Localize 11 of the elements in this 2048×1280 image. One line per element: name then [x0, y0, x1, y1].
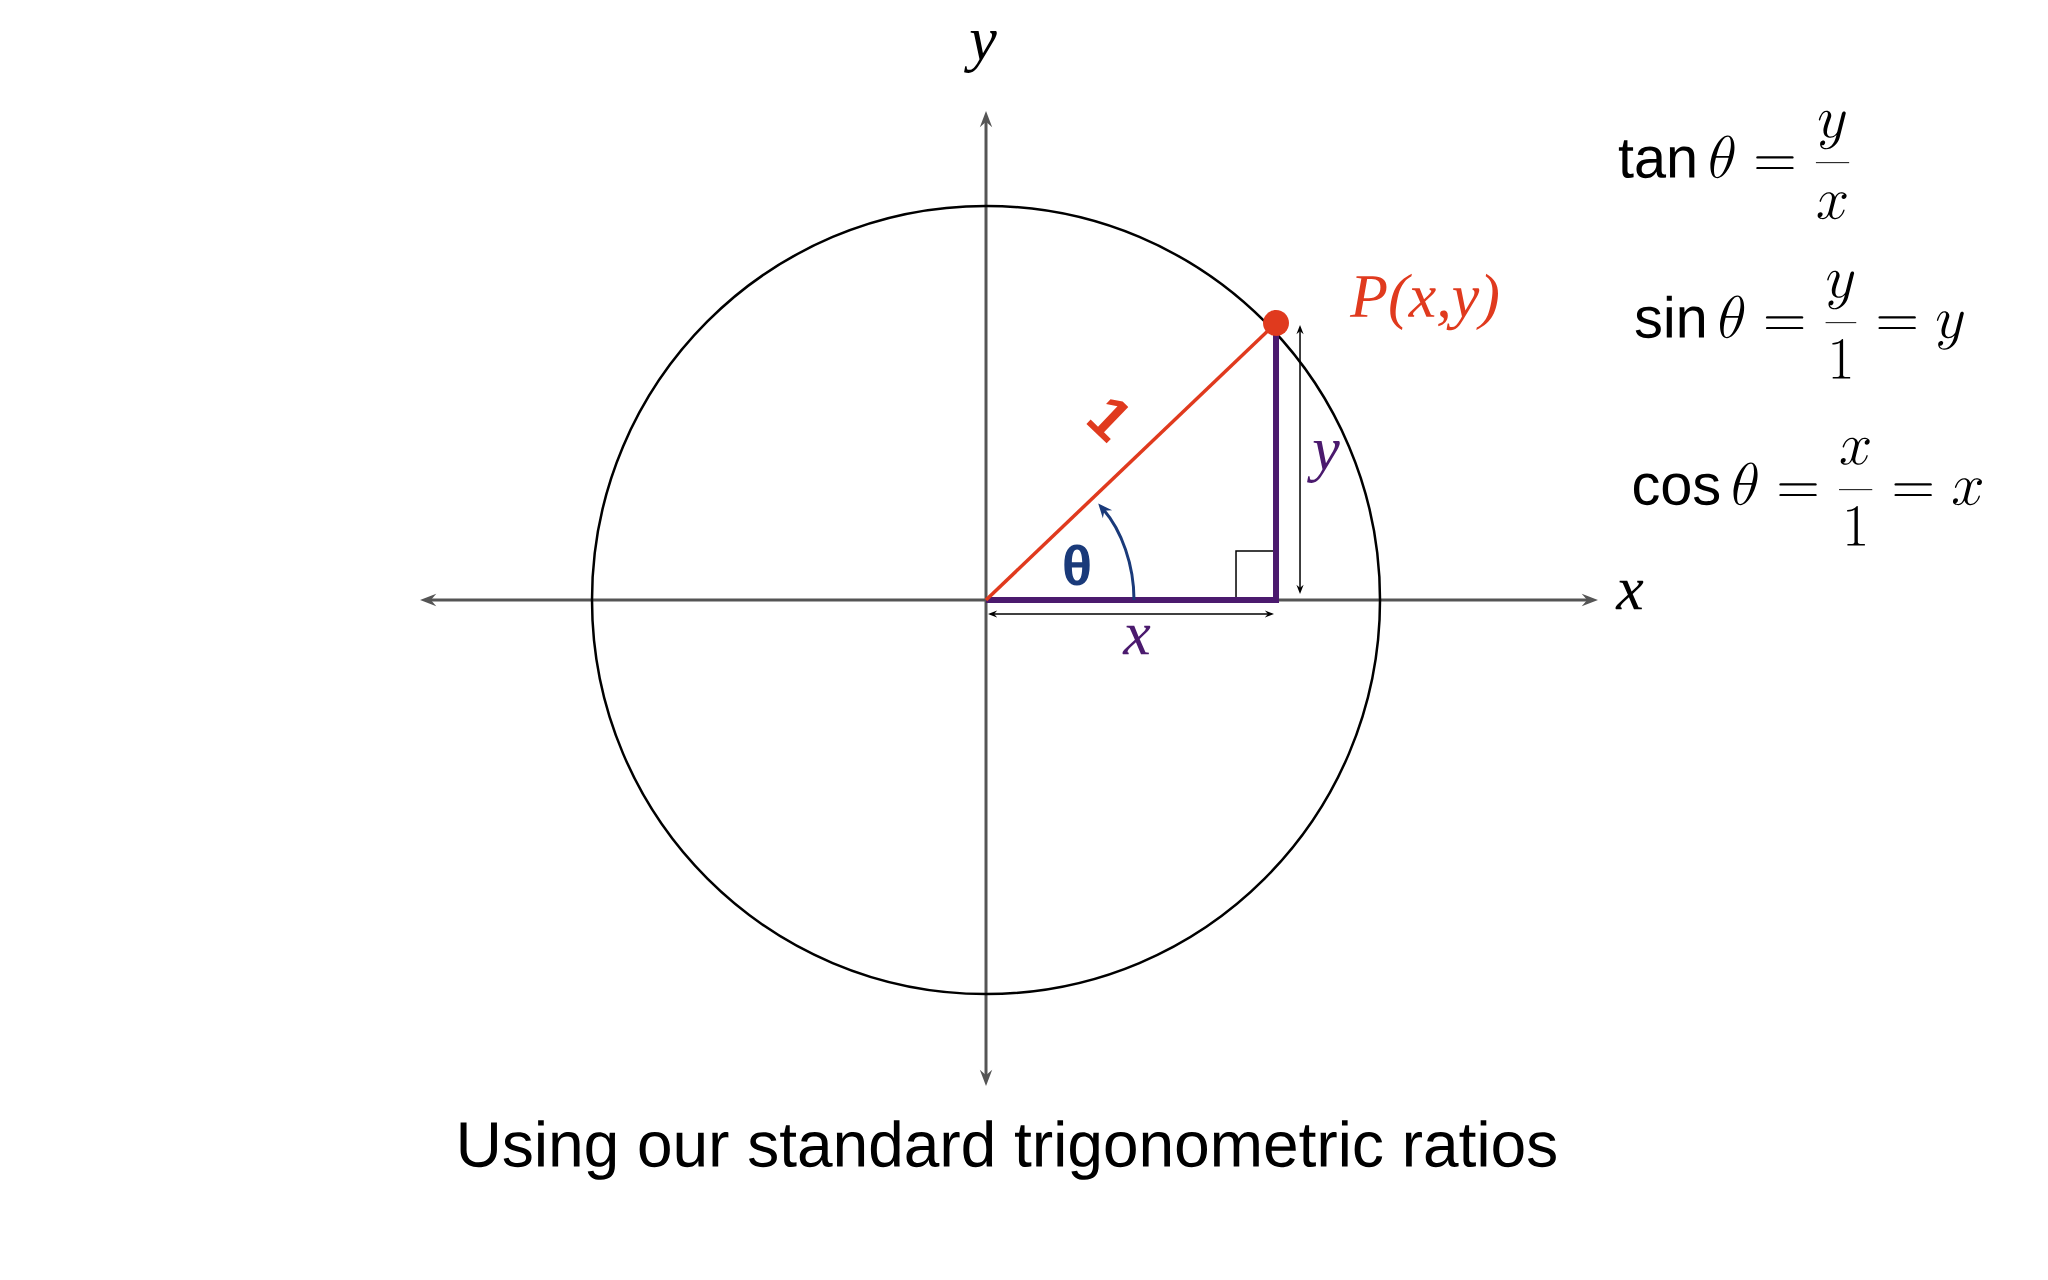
- formula: $\sin\theta = \frac{y}{1} = y$: [1635, 270, 1964, 379]
- angle-label: θ: [1064, 544, 1090, 586]
- caption: Using our standard trigonometric ratios: [460, 1120, 1556, 1180]
- side-length-label: 1: [1086, 399, 1129, 444]
- formula: $\cos\theta = \frac{x}{1} = x$: [1634, 437, 1982, 546]
- axis-label: y: [964, 31, 997, 73]
- dimension-label: x: [1122, 625, 1151, 655]
- formula: $\tan\theta = \frac{y}{x}$: [1618, 110, 1850, 220]
- point-label: P(x,y): [1349, 273, 1498, 331]
- axis-label: x: [1615, 580, 1644, 610]
- dimension-label: y: [1307, 441, 1340, 483]
